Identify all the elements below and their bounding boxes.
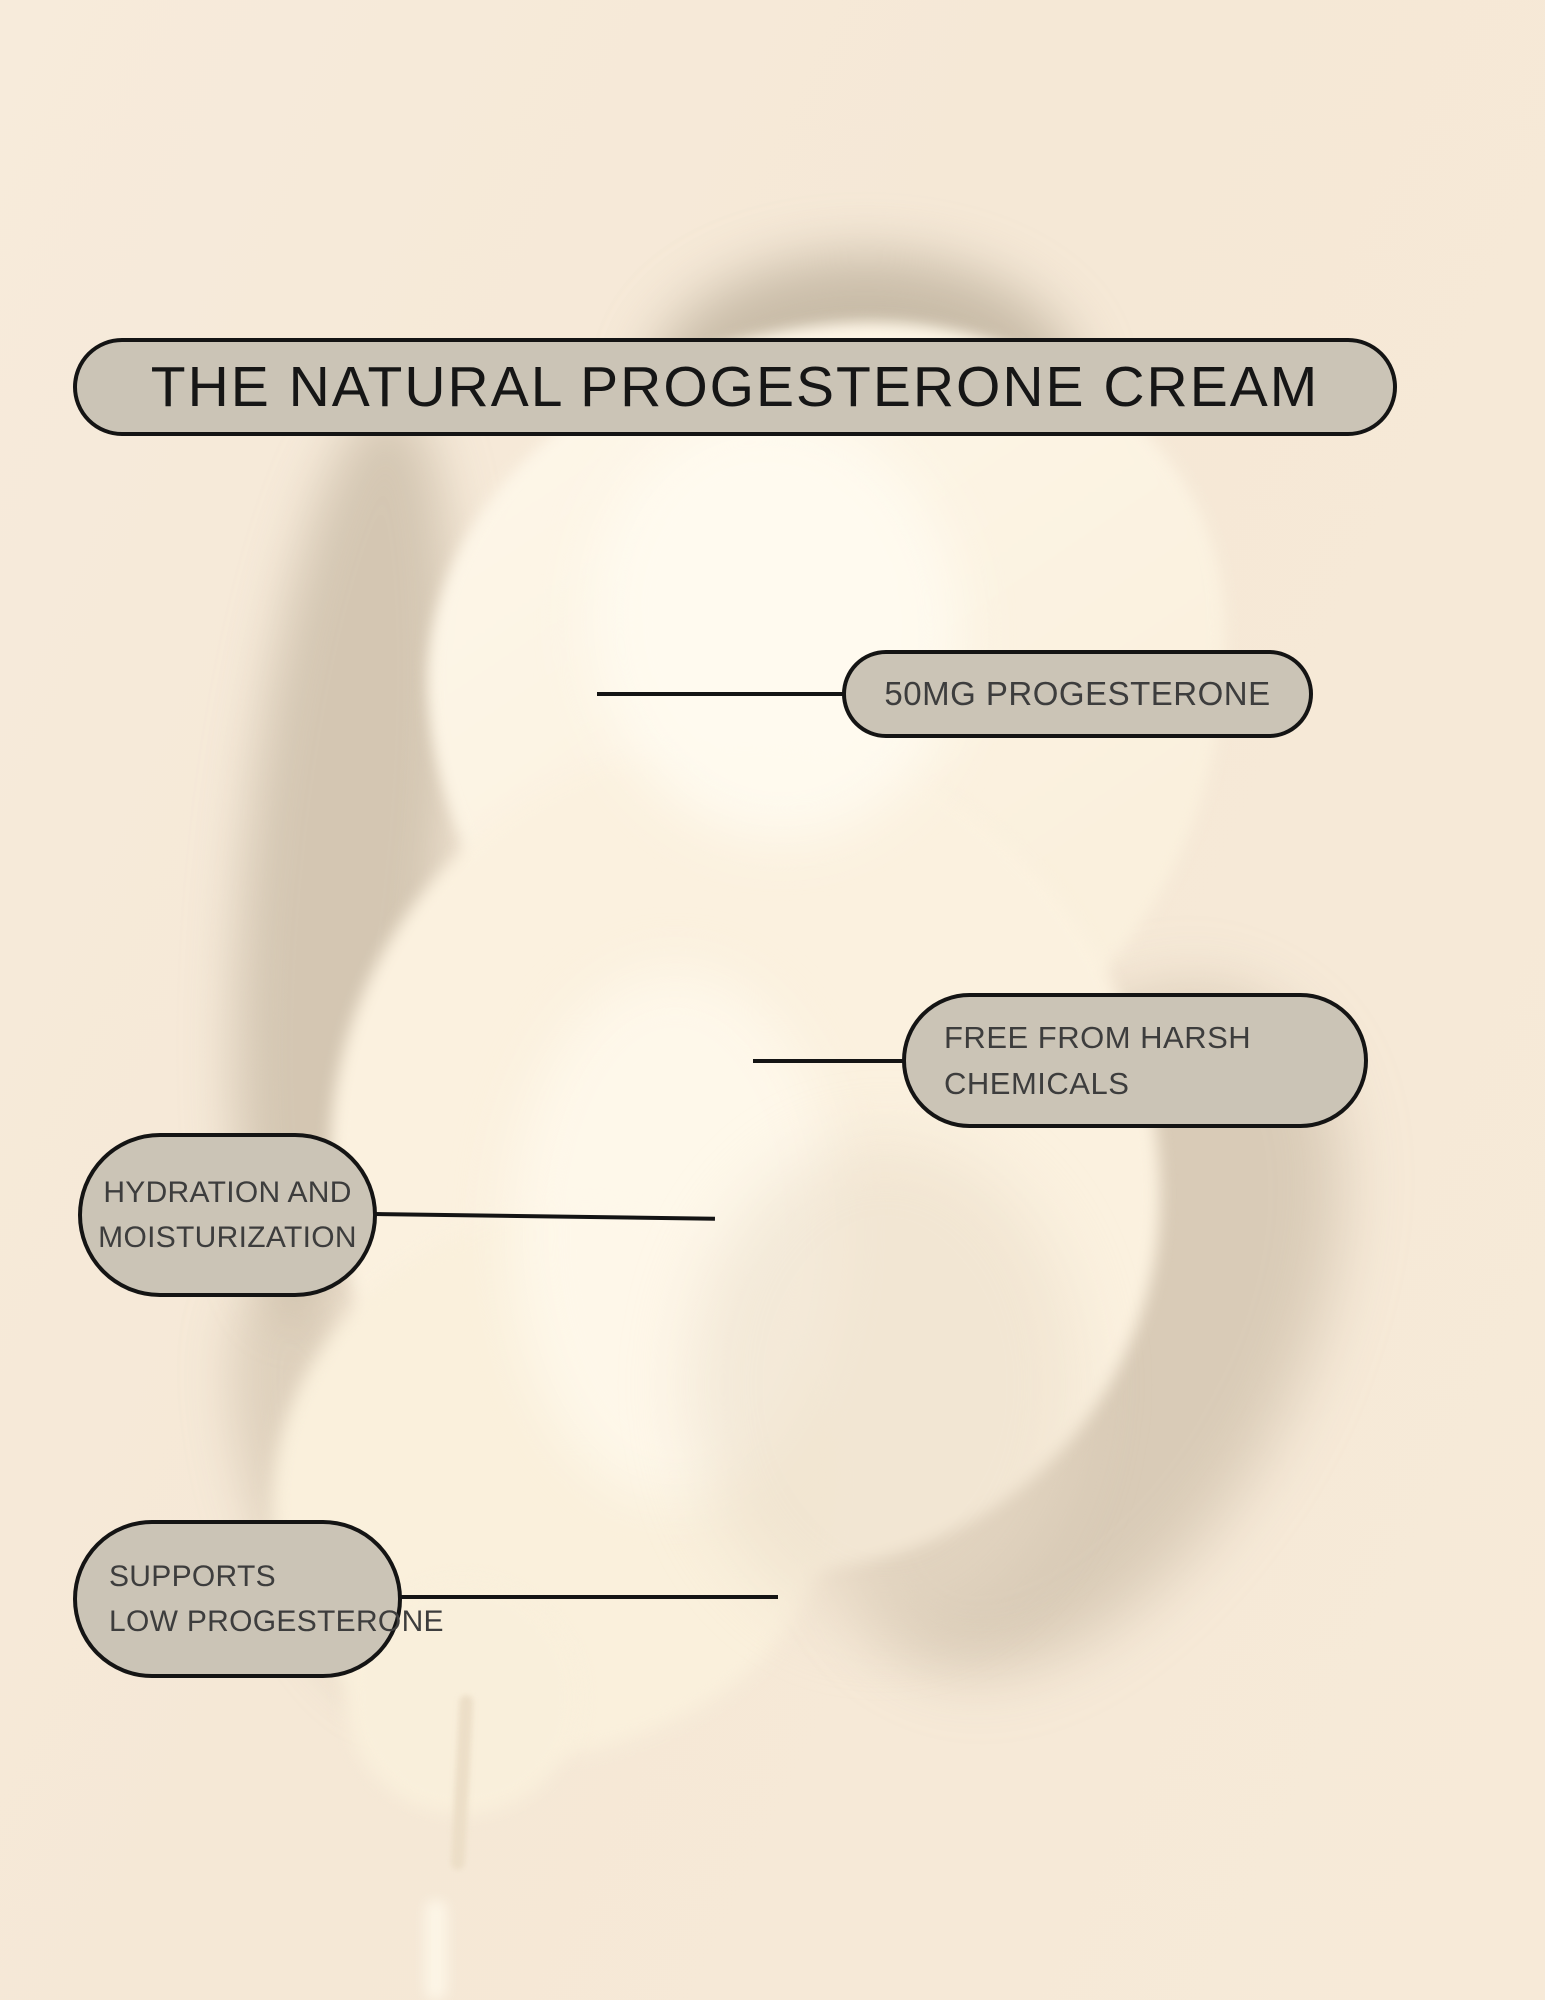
callout-text: SUPPORTS xyxy=(109,1560,276,1593)
callout-connector-line xyxy=(597,692,844,696)
callout-connector-line xyxy=(400,1595,778,1599)
callout-connector-line xyxy=(374,1212,715,1221)
callout-text: HYDRATION AND xyxy=(103,1176,352,1209)
callout-hydration-moisturization: HYDRATION AND MOISTURIZATION xyxy=(78,1133,377,1297)
smear-inner-shade xyxy=(690,1140,1080,1630)
callout-supports-low-progesterone: SUPPORTS LOW PROGESTERONE xyxy=(73,1520,444,1678)
page-title: THE NATURAL PROGESTERONE CREAM xyxy=(73,338,1397,436)
callout-connector-line xyxy=(753,1059,904,1063)
callout-text: 50MG PROGESTERONE xyxy=(884,675,1271,712)
smear-bottom-streak xyxy=(425,1900,447,2000)
callout-text: MOISTURIZATION xyxy=(98,1221,357,1254)
callout-text: CHEMICALS xyxy=(944,1065,1130,1101)
callout-text: LOW PROGESTERONE xyxy=(109,1605,444,1638)
callout-progesterone-dose: 50MG PROGESTERONE xyxy=(842,650,1313,738)
page-title-text: THE NATURAL PROGESTERONE CREAM xyxy=(150,355,1320,419)
callout-free-from-harsh-chemicals: FREE FROM HARSH CHEMICALS xyxy=(902,993,1368,1128)
callout-text: FREE FROM HARSH xyxy=(944,1019,1252,1055)
